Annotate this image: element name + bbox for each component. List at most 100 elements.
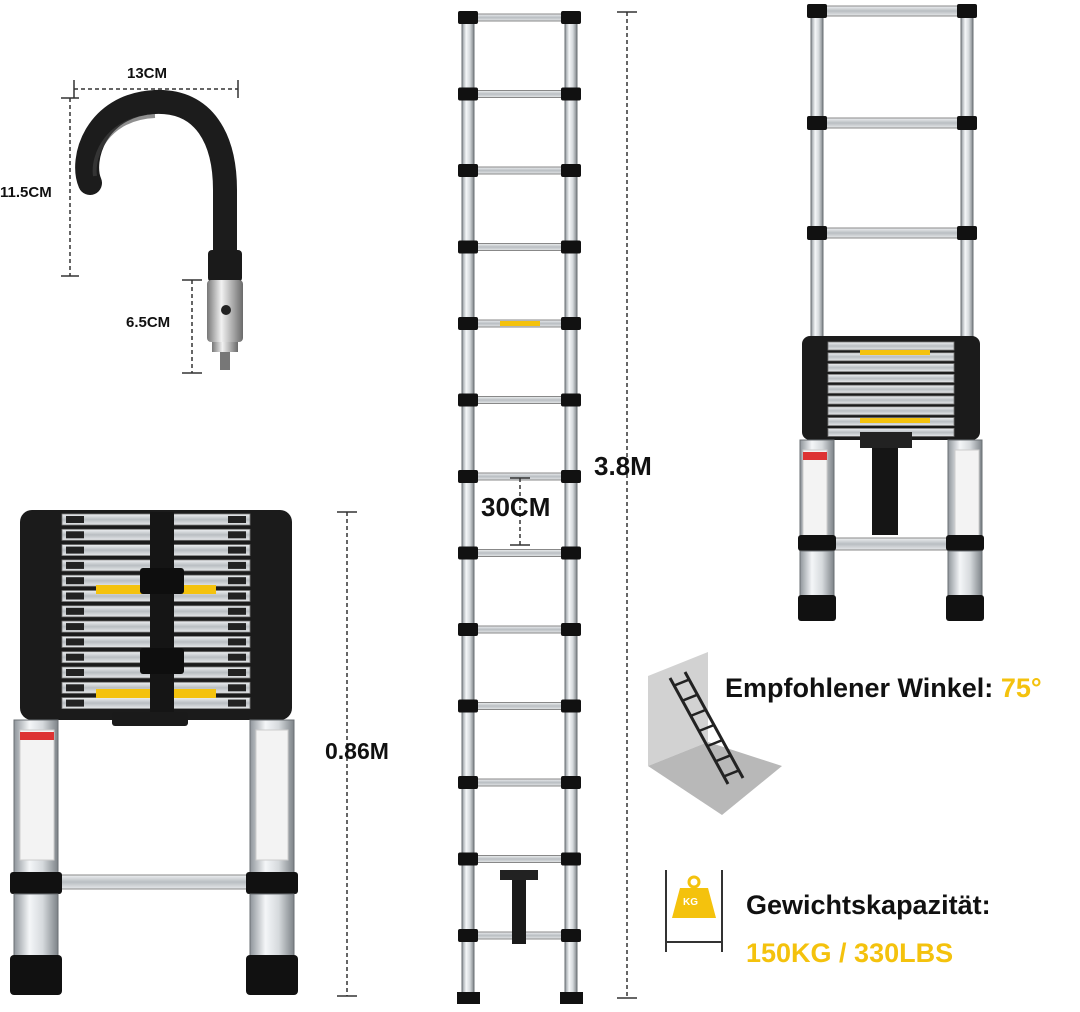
rung-clip [66, 577, 84, 585]
angle-icon-rung [690, 708, 707, 718]
angle-icon [648, 652, 782, 815]
rung-clip [458, 699, 478, 713]
rung-clip [561, 393, 581, 407]
stacked-rung [827, 395, 955, 405]
rung-clip [561, 164, 581, 177]
angle-icon-rung [715, 754, 732, 763]
ladder-rung [473, 549, 566, 557]
stacked-rung [827, 341, 955, 351]
ladder-rung [473, 13, 566, 22]
angle-value: 75° [1000, 673, 1042, 703]
rung-spacing-label: 30CM [481, 492, 551, 522]
collapsed-ladder-dimension [337, 511, 357, 997]
rung-clip [228, 699, 246, 707]
rung-clip [66, 561, 84, 569]
rung-clip [66, 531, 84, 539]
rung-clip [228, 623, 246, 631]
hook-width-label: 13CM [127, 65, 168, 82]
rung-clip [228, 546, 246, 554]
rung-clip [561, 546, 581, 560]
rung-clip [66, 592, 84, 600]
extended-ladder-image [457, 11, 583, 1004]
warning-sticker [860, 418, 930, 423]
tall-ladder-height-label: 3.8M [594, 451, 652, 481]
rung-clip [458, 852, 478, 866]
capacity-value: 150KG / 330LBS [746, 938, 954, 968]
rung-clip [561, 87, 581, 101]
angle-label: Empfohlener Winkel: 75° [725, 673, 1042, 704]
rung-clip [66, 699, 84, 707]
rung-clip [458, 11, 478, 24]
rung-clip [228, 653, 246, 661]
angle-icon-rung [681, 693, 698, 702]
rung-clip [561, 623, 581, 636]
rung-clip [561, 852, 581, 866]
angle-icon-rung [706, 738, 723, 748]
kg-icon-text: KG [683, 897, 698, 908]
rung-clip [66, 684, 84, 692]
rung-clip [228, 531, 246, 539]
rung-clip [228, 577, 246, 585]
rung-clip [561, 11, 581, 24]
rung-clip [228, 684, 246, 692]
angle-label-text: Empfohlener Winkel: [725, 673, 994, 703]
rung-clip [561, 317, 581, 330]
rung-clip [458, 393, 478, 407]
rung-clip [66, 546, 84, 554]
rung-clip [66, 669, 84, 676]
stacked-rung [827, 363, 955, 373]
warning-sticker [500, 321, 540, 326]
rung-clip [228, 561, 246, 569]
rung-clip [561, 470, 581, 483]
rung-clip [66, 638, 84, 646]
stacked-rung [827, 406, 955, 416]
collapsed-height-label: 0.86M [325, 738, 389, 764]
rung-clip [228, 592, 246, 600]
warning-sticker [860, 350, 930, 355]
rung-clip [458, 317, 478, 330]
rung-clip [458, 470, 478, 483]
rung-clip [66, 516, 84, 523]
weight-capacity-icon [665, 870, 723, 952]
ladder-rung [473, 166, 566, 175]
rung-clip [228, 607, 246, 615]
rung-clip [561, 699, 581, 713]
rung-clip [66, 653, 84, 661]
rung-clip [458, 240, 478, 254]
rung-clip [458, 546, 478, 560]
stacked-rung [827, 373, 955, 383]
collapsed-ladder-image [10, 510, 298, 995]
rung-clip [66, 623, 84, 631]
hook-height-label: 11.5CM [0, 184, 52, 201]
ladder-rung [473, 778, 566, 787]
rung-clip [458, 164, 478, 177]
rung-clip [458, 623, 478, 636]
partially-extended-ladder-image [798, 4, 984, 621]
capacity-label: Gewichtskapazität: [746, 890, 991, 920]
angle-icon-rung [673, 678, 690, 687]
rung-clip [66, 607, 84, 615]
ladder-rung [473, 90, 566, 98]
stacked-rung [827, 384, 955, 394]
angle-icon-rung [723, 769, 740, 778]
rung-clip [458, 87, 478, 101]
rung-clip [458, 776, 478, 789]
rung-clip [561, 929, 581, 942]
ladder-rung [473, 396, 566, 404]
rung-clip [561, 776, 581, 789]
angle-icon-rung [698, 723, 715, 733]
ladder-rung [473, 243, 566, 251]
rung-clip [458, 929, 478, 942]
ladder-rung [473, 625, 566, 634]
tall-ladder-dimension [510, 11, 637, 999]
hook-connector-label: 6.5CM [126, 314, 171, 331]
hook-dimension-lines [61, 80, 239, 374]
rung-clip [228, 516, 246, 523]
ladder-rung [473, 855, 566, 863]
hook-image [75, 89, 243, 370]
rung-clip [228, 638, 246, 646]
rung-clip [561, 240, 581, 254]
rung-clip [228, 669, 246, 676]
